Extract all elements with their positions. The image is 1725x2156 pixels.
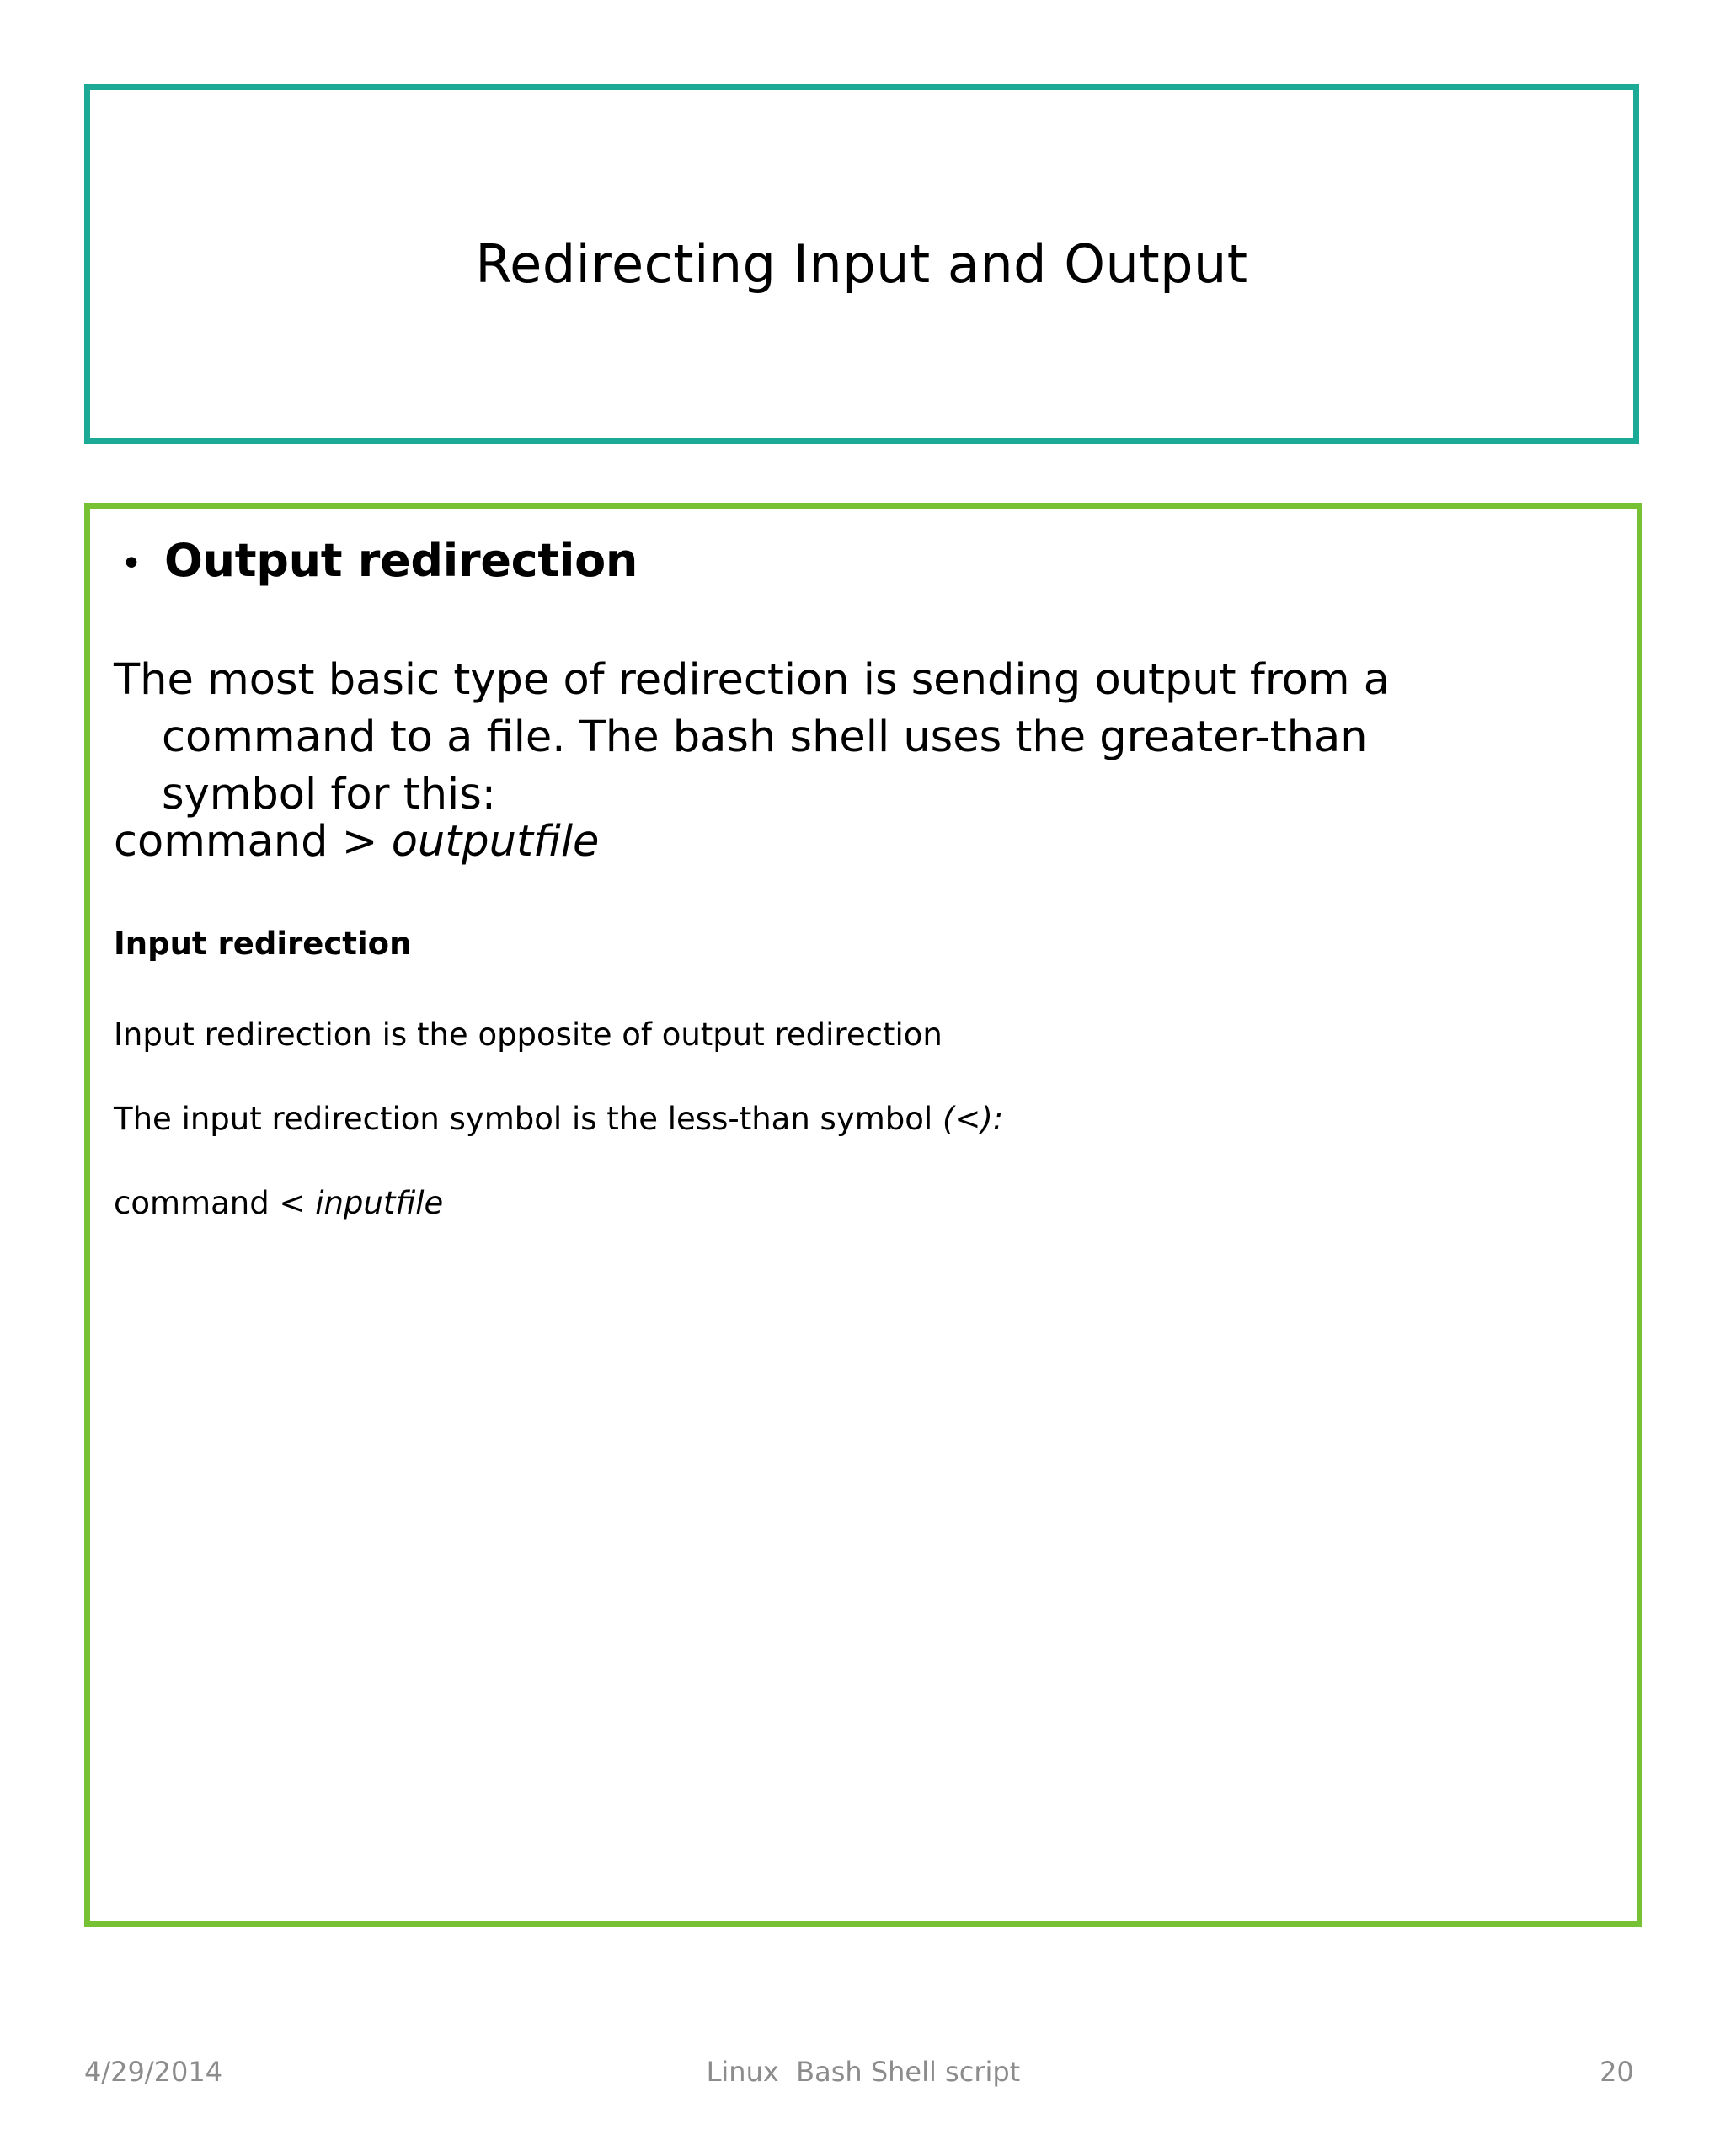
syntax-input-prefix: command < (114, 1185, 316, 1221)
bullet-item-label: Output redirection (164, 534, 638, 587)
paragraph-line-3: symbol for this: (162, 769, 496, 819)
slide-footer: 4/29/2014 Linux Bash Shell script 20 (84, 2047, 1642, 2097)
page-title: Redirecting Input and Output (475, 232, 1248, 295)
paragraph-output-redirection: The most basic type of redirection is se… (114, 652, 1596, 823)
paragraph-input-symbol: The input redirection symbol is the less… (114, 1098, 1003, 1139)
syntax-input-file: inputfile (315, 1185, 444, 1221)
content-inner: • Output redirection The most basic type… (90, 509, 1637, 1921)
title-box: Redirecting Input and Output (84, 84, 1639, 444)
footer-date: 4/29/2014 (84, 2056, 223, 2088)
paragraph-input-symbol-suffix: (<): (942, 1101, 1004, 1137)
content-box: • Output redirection The most basic type… (84, 503, 1642, 1927)
footer-title: Linux Bash Shell script (706, 2056, 1021, 2088)
syntax-output-redirection: command > outputfile (114, 814, 599, 871)
syntax-input-redirection: command < inputfile (114, 1182, 443, 1224)
syntax-output-file: outputfile (391, 817, 600, 867)
footer-page-number: 20 (1599, 2056, 1634, 2088)
bullet-item-output-redirection: • Output redirection (114, 534, 1596, 587)
heading-input-redirection: Input redirection (114, 926, 412, 962)
paragraph-line-1: The most basic type of redirection is se… (114, 655, 1391, 705)
paragraph-line-2: command to a file. The bash shell uses t… (162, 712, 1368, 762)
paragraph-input-symbol-prefix: The input redirection symbol is the less… (114, 1101, 943, 1137)
syntax-output-prefix: command > (114, 817, 392, 867)
paragraph-input-opposite: Input redirection is the opposite of out… (114, 1017, 943, 1053)
bullet-dot-icon: • (120, 542, 142, 585)
